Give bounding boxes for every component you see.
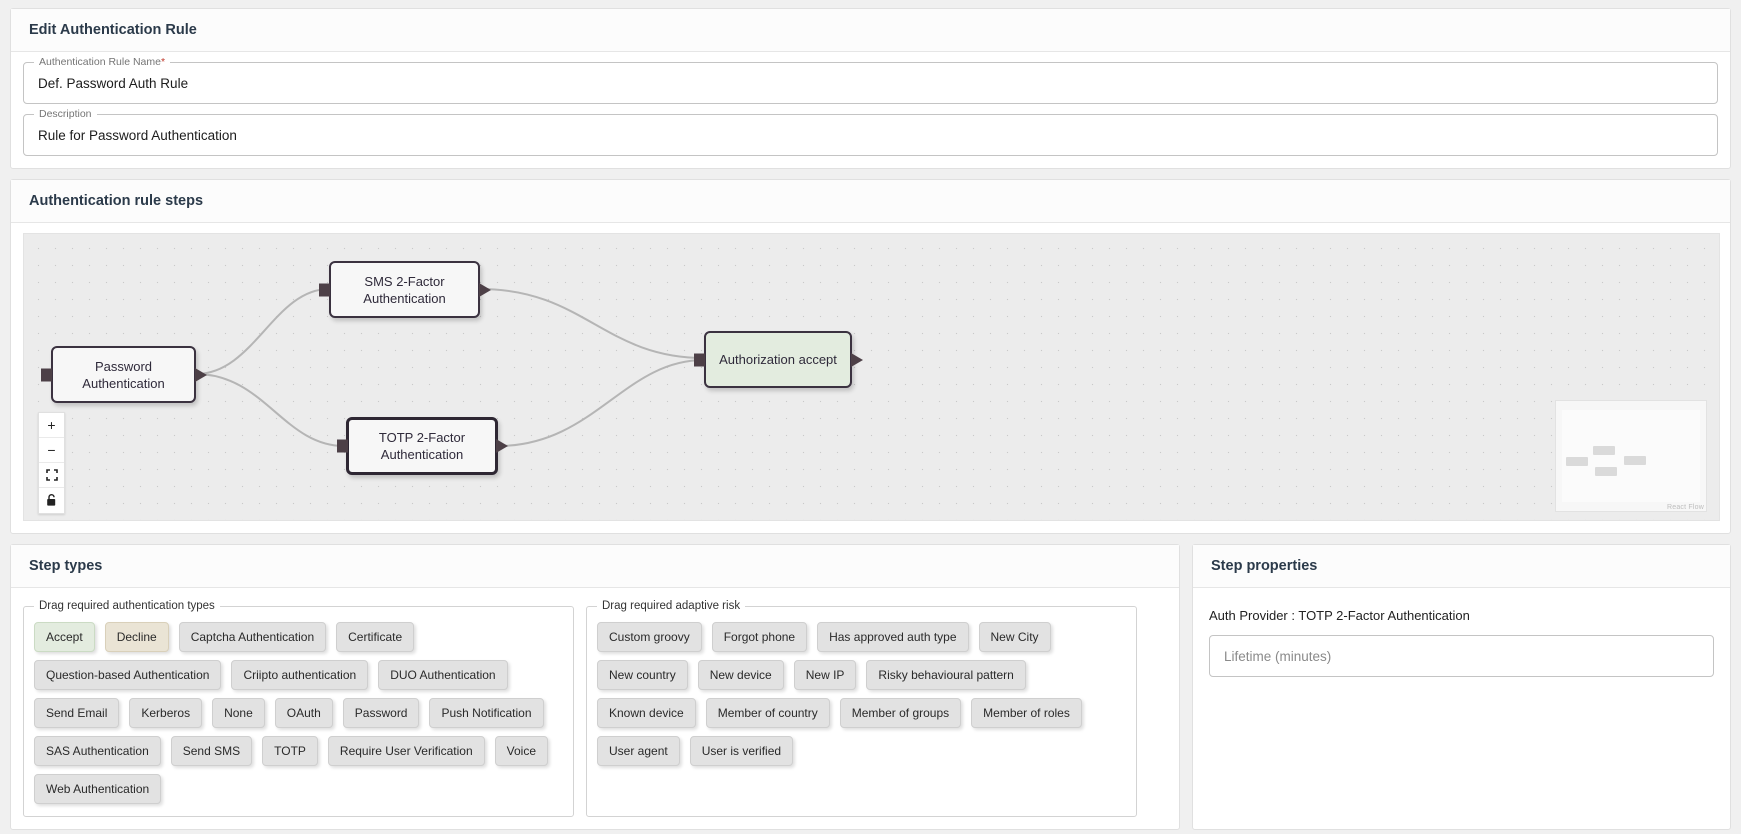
flow-canvas[interactable]: Password Authentication SMS 2-Factor Aut… [23,233,1720,521]
steps-panel-title: Authentication rule steps [11,180,1730,223]
rule-name-field-wrap: Authentication Rule Name* Def. Password … [11,52,1730,104]
auth-type-chip-push-notification[interactable]: Push Notification [429,698,544,728]
fit-view-brackets-icon [45,469,58,481]
adaptive-risk-chip-list: Custom groovy Forgot phone Has approved au… [597,622,1126,766]
risk-chip-new-city[interactable]: New City [978,622,1051,652]
adaptive-risk-fieldset: Drag required adaptive risk Custom groov… [586,600,1137,817]
rule-name-input[interactable]: Authentication Rule Name* Def. Password … [23,56,1718,104]
step-properties-title: Step properties [1193,545,1730,588]
minimap-node [1595,467,1617,476]
flow-edges [195,288,705,447]
minimap-node [1593,446,1615,455]
padlock-icon [47,494,56,506]
risk-chip-new-device[interactable]: New device [697,660,784,690]
minimap-viewport [1562,410,1700,502]
risk-chip-user-is-verified[interactable]: User is verified [689,736,794,766]
auth-type-chip-voice[interactable]: Voice [494,736,548,766]
description-field-wrap: Description Rule for Password Authentica… [11,104,1730,168]
risk-chip-has-approved-auth-type[interactable]: Has approved auth type [817,622,969,652]
target-handle-icon[interactable] [337,439,348,453]
auth-type-chip-totp[interactable]: TOTP [262,736,318,766]
step-types-body: Drag required authentication types Accep… [11,588,1179,829]
description-label: Description [34,108,97,120]
auth-type-chip-decline[interactable]: Decline [104,622,169,652]
lock-icon[interactable] [39,488,64,513]
step-properties-card: Step properties Auth Provider : TOTP 2-F… [1192,544,1731,830]
lifetime-placeholder: Lifetime (minutes) [1224,648,1332,664]
flow-node-sms-2-factor-authentication[interactable]: SMS 2-Factor Authentication [319,261,491,318]
auth-type-chip-password[interactable]: Password [342,698,420,728]
canvas-wrapper: Password Authentication SMS 2-Factor Aut… [11,223,1730,533]
zoom-in-icon[interactable]: + [39,413,64,438]
auth-type-chip-duo-authentication[interactable]: DUO Authentication [378,660,508,690]
fit-view-icon[interactable] [39,463,64,488]
target-handle-icon[interactable] [694,353,705,366]
auth-types-chip-list: Accept Decline Captcha Authentication Certi… [34,622,563,804]
risk-chip-user-agent[interactable]: User agent [597,736,680,766]
auth-type-chip-question-based-authentication[interactable]: Question-based Authentication [34,660,222,690]
minimap-node [1624,456,1646,465]
auth-type-chip-send-email[interactable]: Send Email [34,698,120,728]
risk-chip-member-of-roles[interactable]: Member of roles [971,698,1082,728]
risk-chip-new-ip[interactable]: New IP [793,660,857,690]
auth-provider-label: Auth Provider : TOTP 2-Factor Authentica… [1209,608,1470,623]
edit-rule-card: Edit Authentication Rule Authentication … [10,8,1731,169]
auth-type-chip-certificate[interactable]: Certificate [336,622,415,652]
auth-type-chip-sas-authentication[interactable]: SAS Authentication [34,736,161,766]
source-handle-icon[interactable] [851,352,863,367]
flow-controls: + − [38,412,65,514]
bottom-row: Step types Drag required authentication … [10,544,1731,830]
target-handle-icon[interactable] [319,283,330,296]
flow-node-label: Authorization accept [719,352,837,367]
risk-chip-new-country[interactable]: New country [597,660,688,690]
auth-type-chip-captcha-authentication[interactable]: Captcha Authentication [178,622,327,652]
source-handle-icon[interactable] [195,367,207,382]
flow-node-label: TOTP 2-Factor Authentication [378,430,466,462]
risk-chip-forgot-phone[interactable]: Forgot phone [711,622,808,652]
auth-type-chip-none[interactable]: None [212,698,265,728]
auth-type-chip-accept[interactable]: Accept [34,622,95,652]
step-types-card: Step types Drag required authentication … [10,544,1180,830]
flow-node-authorization-accept[interactable]: Authorization accept [694,331,863,388]
required-asterisk: * [161,56,166,68]
target-handle-icon[interactable] [41,368,52,381]
risk-chip-member-of-country[interactable]: Member of country [705,698,830,728]
description-value: Rule for Password Authentication [38,127,237,143]
source-handle-icon[interactable] [479,282,491,297]
rule-name-label: Authentication Rule Name* [34,56,171,68]
lifetime-input[interactable]: Lifetime (minutes) [1209,635,1714,677]
auth-types-legend: Drag required authentication types [39,600,215,612]
auth-types-fieldset: Drag required authentication types Accep… [23,600,574,817]
minimap-node [1566,457,1588,466]
zoom-out-icon[interactable]: − [39,438,64,463]
auth-type-chip-web-authentication[interactable]: Web Authentication [34,774,162,804]
auth-rule-steps-card: Authentication rule steps Password Authe… [10,179,1731,534]
auth-type-chip-oauth[interactable]: OAuth [274,698,333,728]
step-properties-body: Auth Provider : TOTP 2-Factor Authentica… [1193,588,1730,697]
flow-node-label: SMS 2-Factor Authentication [363,273,446,306]
description-input[interactable]: Description Rule for Password Authentica… [23,108,1718,156]
auth-type-chip-require-user-verification[interactable]: Require User Verification [327,736,485,766]
auth-type-chip-send-sms[interactable]: Send SMS [170,736,253,766]
page-title: Edit Authentication Rule [11,9,1730,52]
auth-type-chip-criipto-authentication[interactable]: Criipto authentication [231,660,369,690]
risk-chip-member-of-groups[interactable]: Member of groups [839,698,962,728]
risk-chip-known-device[interactable]: Known device [597,698,696,728]
step-types-title: Step types [11,545,1179,588]
flow-minimap[interactable]: React Flow [1555,400,1707,512]
flow-node-label: Password Authentication [82,358,165,391]
flow-node-totp-2-factor-authentication[interactable]: TOTP 2-Factor Authentication [337,417,508,475]
rule-name-value: Def. Password Auth Rule [38,75,189,91]
risk-chip-risky-behavioural-pattern[interactable]: Risky behavioural pattern [866,660,1026,690]
adaptive-risk-legend: Drag required adaptive risk [602,600,741,612]
react-flow-attribution[interactable]: React Flow [1666,504,1704,511]
source-handle-icon[interactable] [496,439,508,453]
auth-type-chip-kerberos[interactable]: Kerberos [129,698,203,728]
flow-node-password-authentication[interactable]: Password Authentication [41,346,207,403]
risk-chip-custom-groovy[interactable]: Custom groovy [597,622,702,652]
